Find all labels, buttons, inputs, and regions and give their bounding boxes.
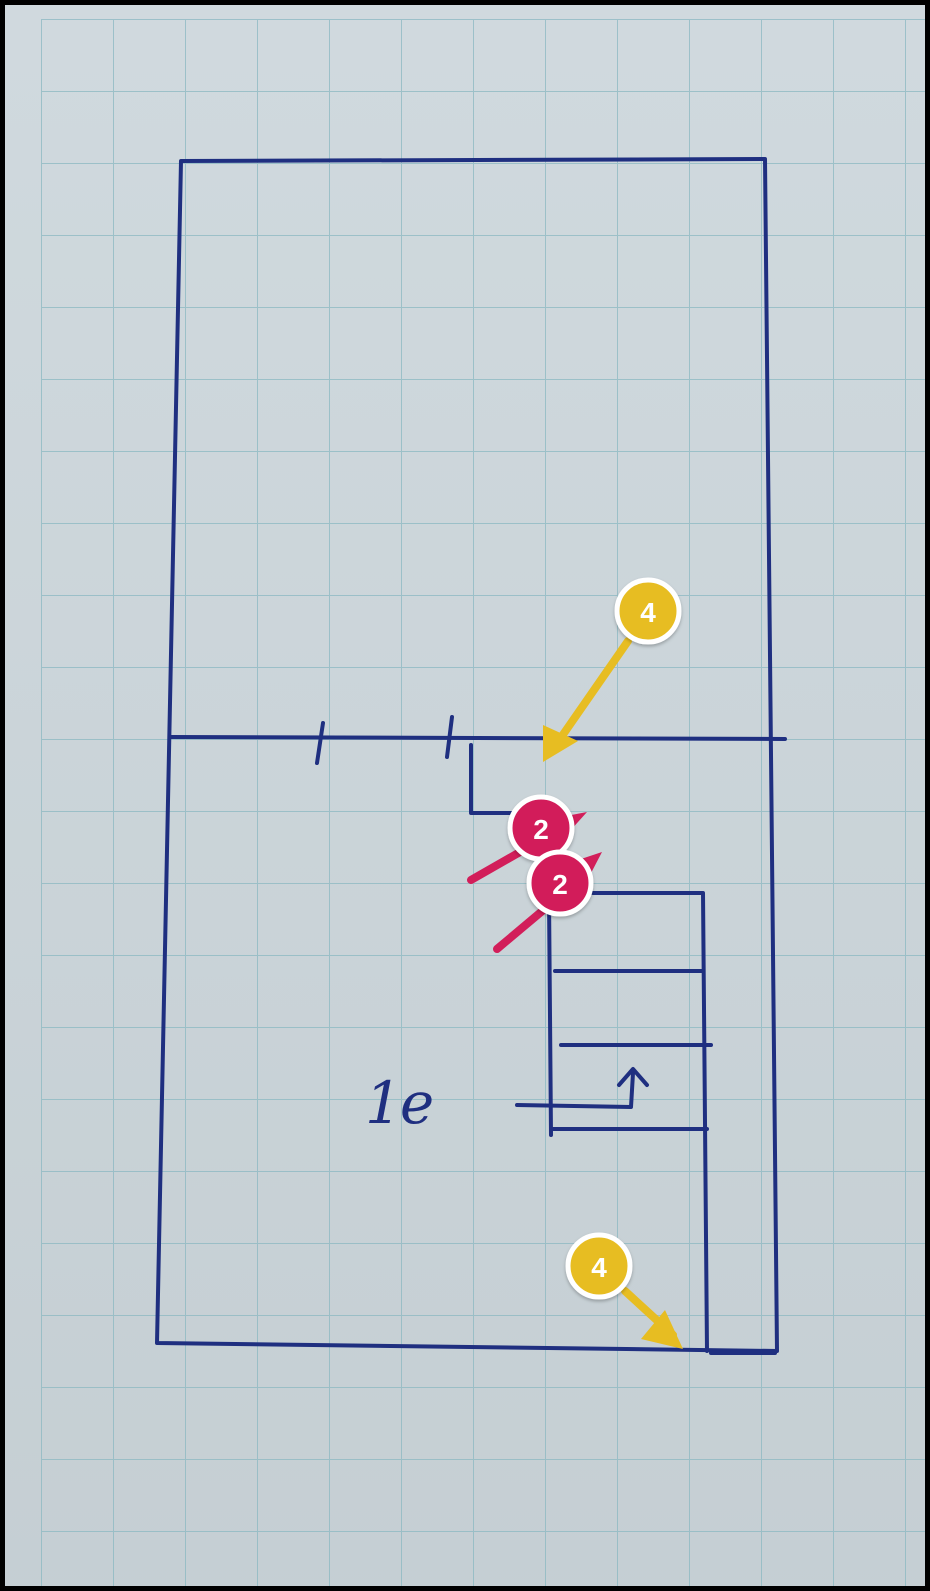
marker-2-upper-label: 2 [533,814,549,845]
stair-left-rail [549,897,551,1135]
floor-plan-diagram: 1e 4 2 2 4 [5,5,930,1591]
marker-4-bottom-label: 4 [591,1252,607,1283]
grid-lines [41,19,930,1591]
floor-label: 1e [365,1069,432,1137]
marker-2-lower-label: 2 [552,869,568,900]
middle-wall [171,737,785,739]
marker-4-top-label: 4 [640,597,656,628]
